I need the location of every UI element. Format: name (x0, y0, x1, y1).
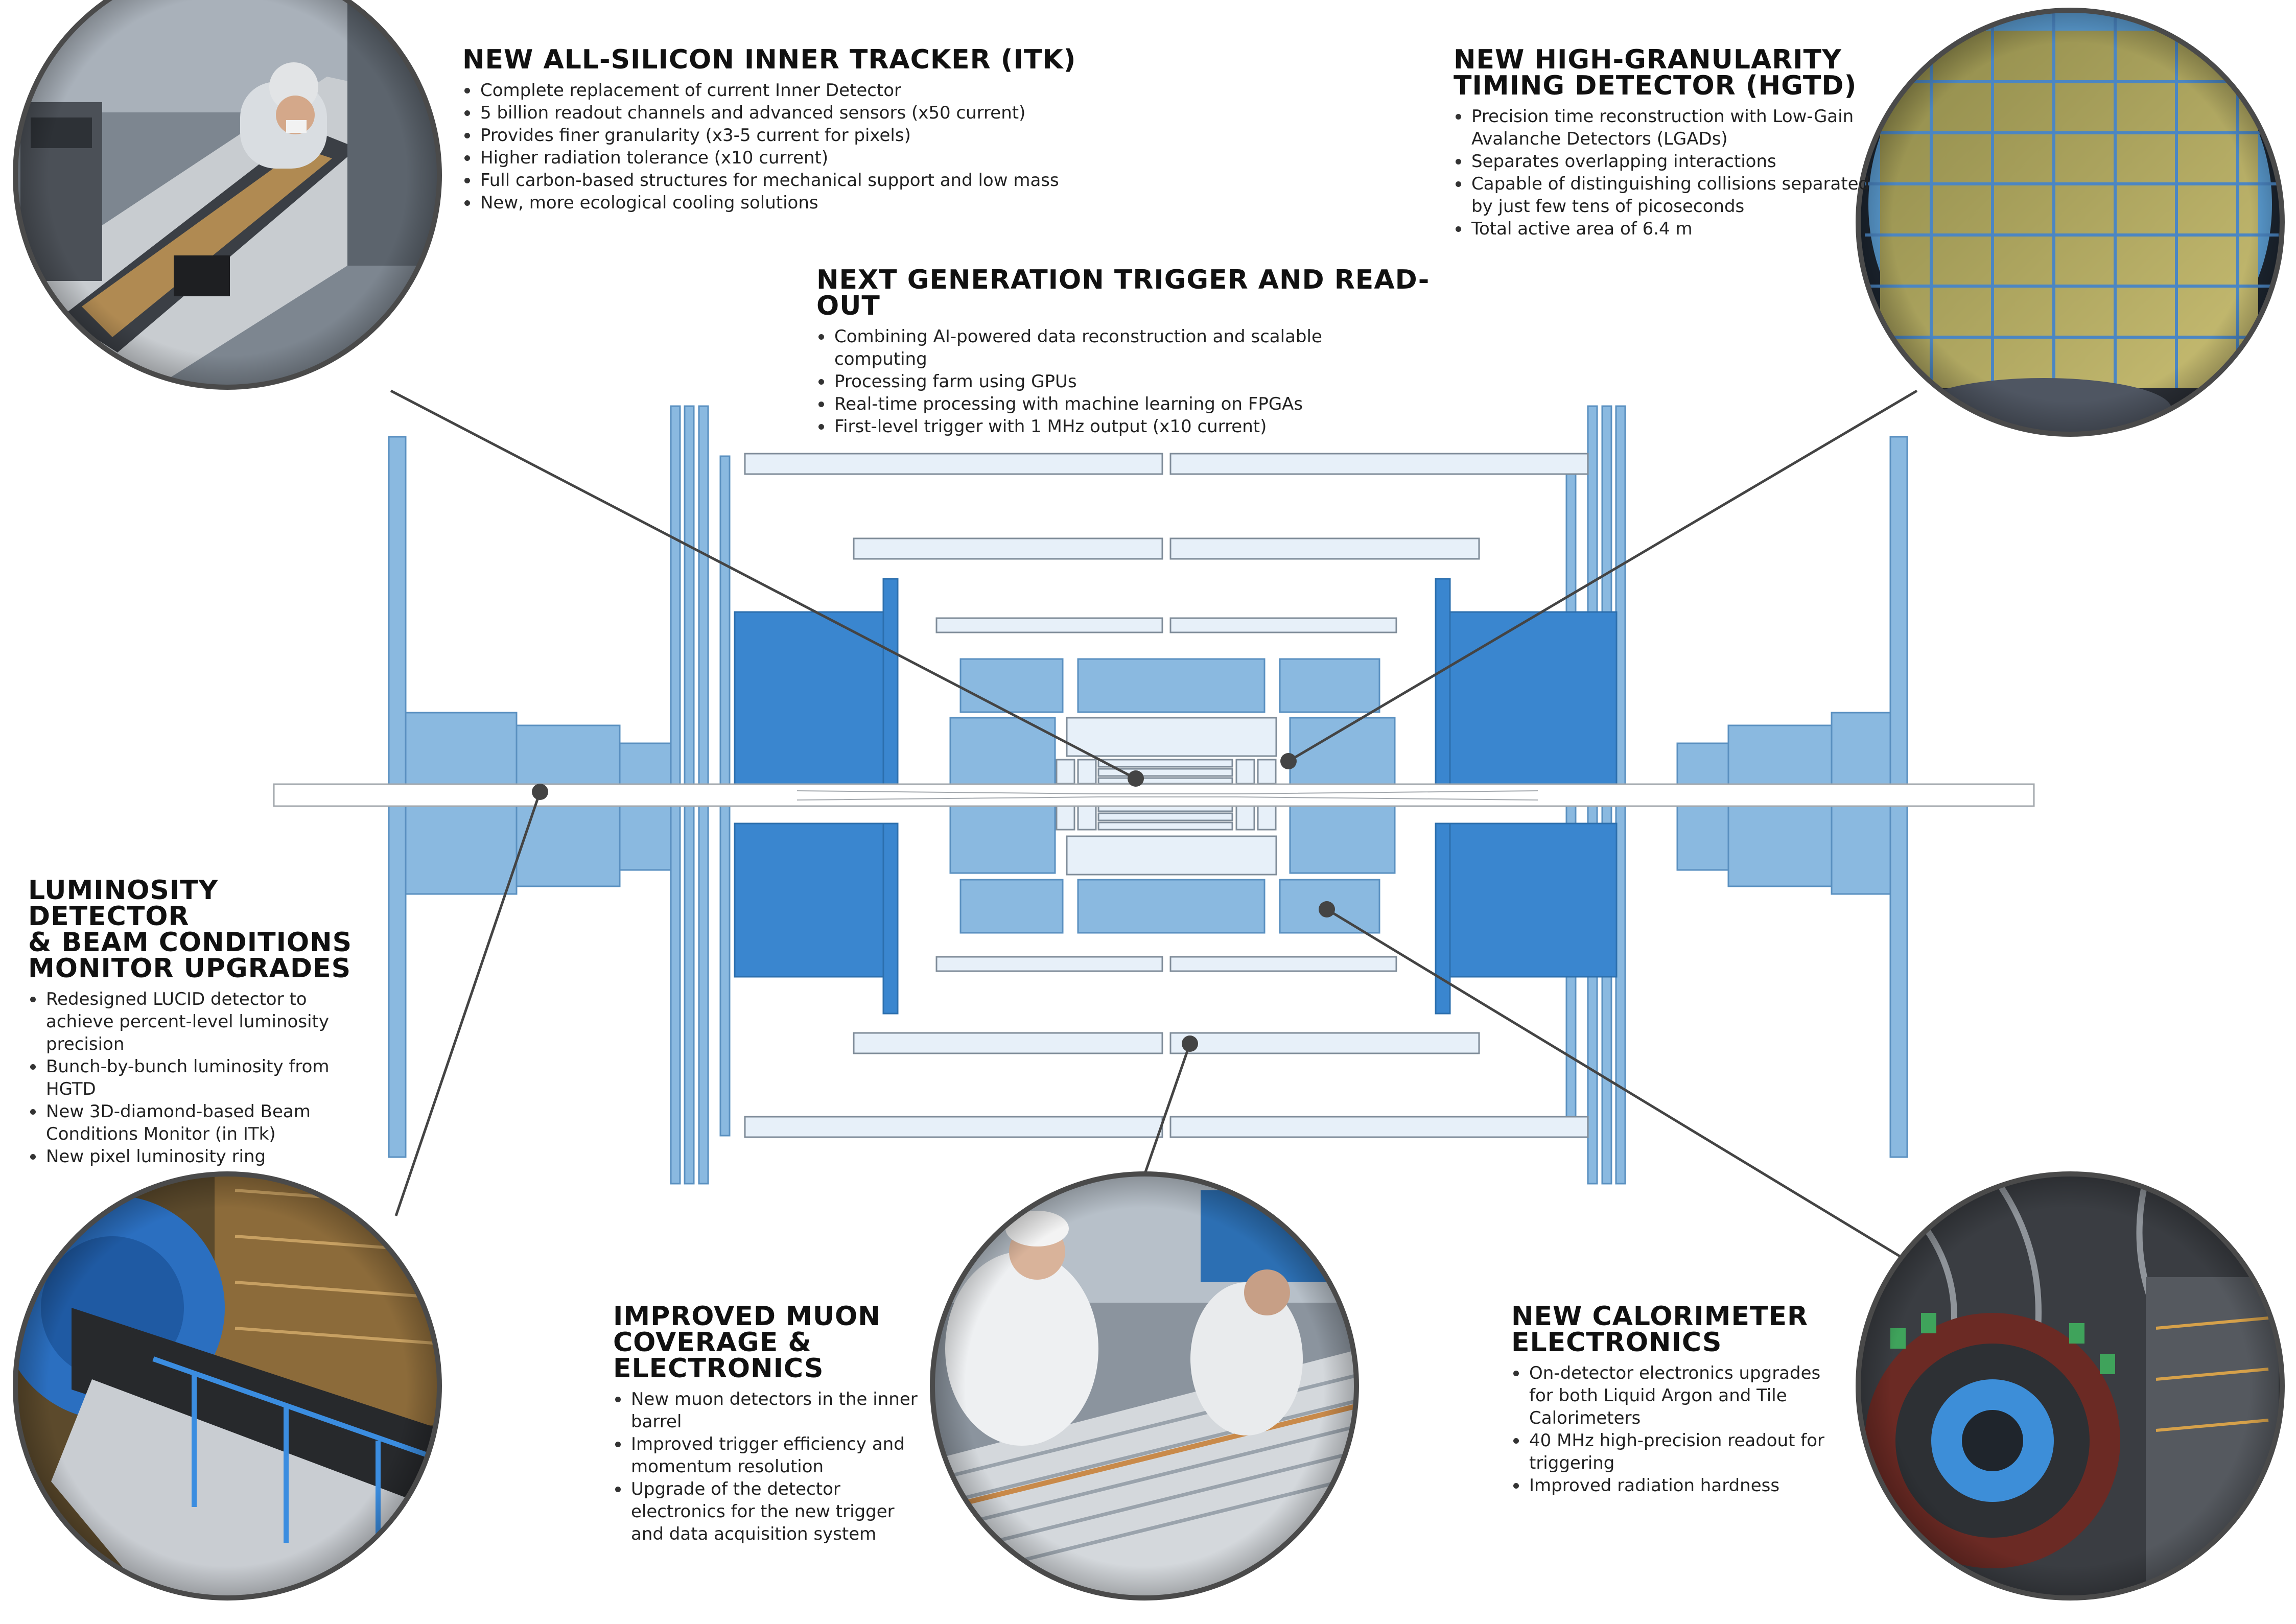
calorimeter-photo (1856, 1171, 2285, 1601)
list-item: Precision time reconstruction with Low-G… (1454, 105, 1872, 150)
luminosity-title-line: & BEAM CONDITIONS (28, 927, 353, 958)
hgtd-title-line: TIMING DETECTOR (HGTD) (1454, 70, 1857, 101)
muon-bullet-list: New muon detectors in the inner barrel I… (613, 1388, 920, 1545)
hgtd-wafer-photo (1856, 8, 2285, 437)
calorimeter-title-line: NEW CALORIMETER (1511, 1301, 1809, 1332)
muon-anchor-dot (1182, 1035, 1198, 1052)
muon-title: IMPROVED MUON COVERAGE & ELECTRONICS (613, 1301, 920, 1384)
calorimeter-title: NEW CALORIMETER ELECTRONICS (1511, 1301, 1828, 1358)
list-item: Bunch-by-bunch luminosity from HGTD (28, 1055, 365, 1100)
itk-anchor-dot (1128, 770, 1144, 787)
list-item: New pixel luminosity ring (28, 1145, 365, 1168)
calorimeter-callout: NEW CALORIMETER ELECTRONICS On-detector … (1511, 1301, 1828, 1497)
trigger-bullet-list: Combining AI-powered data reconstruction… (816, 325, 1327, 438)
list-item: Full carbon-based structures for mechani… (462, 169, 1127, 192)
trigger-callout: NEXT GENERATION TRIGGER AND READ-OUT Com… (816, 267, 1481, 438)
itk-photo (13, 0, 442, 390)
list-item: New muon detectors in the inner barrel (613, 1388, 920, 1433)
list-item: Processing farm using GPUs (816, 370, 1327, 393)
itk-title: NEW ALL-SILICON INNER TRACKER (ITK) (462, 44, 1076, 75)
hgtd-bullet-list: Precision time reconstruction with Low-G… (1454, 105, 1872, 240)
luminosity-title-line: LUMINOSITY DETECTOR (28, 875, 219, 932)
list-item: New 3D-diamond-based Beam Conditions Mon… (28, 1100, 365, 1145)
muon-title-line: IMPROVED MUON (613, 1301, 881, 1332)
calorimeter-anchor-dot (1319, 901, 1335, 917)
muon-photo (930, 1171, 1359, 1601)
list-item: Improved radiation hardness (1511, 1474, 1828, 1497)
list-item: New, more ecological cooling solutions (462, 192, 1127, 214)
list-item: Separates overlapping interactions (1454, 150, 1872, 173)
luminosity-title: LUMINOSITY DETECTOR & BEAM CONDITIONS MO… (28, 875, 365, 984)
list-item: 5 billion readout channels and advanced … (462, 102, 1127, 124)
calorimeter-bullet-list: On-detector electronics upgrades for bot… (1511, 1362, 1828, 1497)
list-item: Improved trigger efficiency and momentum… (613, 1433, 920, 1478)
muon-title-line: COVERAGE & (613, 1327, 812, 1358)
luminosity-bullet-list: Redesigned LUCID detector to achieve per… (28, 988, 365, 1168)
list-item: First-level trigger with 1 MHz output (x… (816, 415, 1327, 438)
list-item: Total active area of 6.4 m (1454, 218, 1872, 240)
list-item: Upgrade of the detector electronics for … (613, 1478, 920, 1545)
hgtd-title-line: NEW HIGH-GRANULARITY (1454, 44, 1842, 75)
list-item: Combining AI-powered data reconstruction… (816, 325, 1327, 370)
hgtd-anchor-dot (1280, 753, 1297, 769)
luminosity-photo (13, 1171, 442, 1601)
list-item: Higher radiation tolerance (x10 current) (462, 147, 1127, 169)
calorimeter-title-line: ELECTRONICS (1511, 1327, 1722, 1358)
list-item: Redesigned LUCID detector to achieve per… (28, 988, 365, 1055)
list-item: Provides finer granularity (x3-5 current… (462, 124, 1127, 147)
list-item: Real-time processing with machine learni… (816, 393, 1327, 415)
muon-title-line: ELECTRONICS (613, 1353, 824, 1384)
hgtd-callout: NEW HIGH-GRANULARITY TIMING DETECTOR (HG… (1454, 44, 1872, 240)
leader-lines (390, 389, 1918, 1258)
list-item: Complete replacement of current Inner De… (462, 79, 1127, 102)
hgtd-title: NEW HIGH-GRANULARITY TIMING DETECTOR (HG… (1454, 44, 1872, 101)
luminosity-callout: LUMINOSITY DETECTOR & BEAM CONDITIONS MO… (28, 875, 365, 1168)
itk-bullet-list: Complete replacement of current Inner De… (462, 79, 1127, 214)
itk-callout: NEW ALL-SILICON INNER TRACKER (ITK) Comp… (462, 44, 1127, 214)
trigger-title: NEXT GENERATION TRIGGER AND READ-OUT (816, 265, 1430, 321)
luminosity-title-line: MONITOR UPGRADES (28, 953, 352, 984)
muon-callout: IMPROVED MUON COVERAGE & ELECTRONICS New… (613, 1301, 920, 1545)
detector-structure (273, 405, 2035, 1185)
luminosity-anchor-dot (532, 784, 548, 800)
list-item: 40 MHz high-precision readout for trigge… (1511, 1429, 1828, 1474)
list-item: On-detector electronics upgrades for bot… (1511, 1362, 1828, 1429)
list-item: Capable of distinguishing collisions sep… (1454, 173, 1872, 218)
